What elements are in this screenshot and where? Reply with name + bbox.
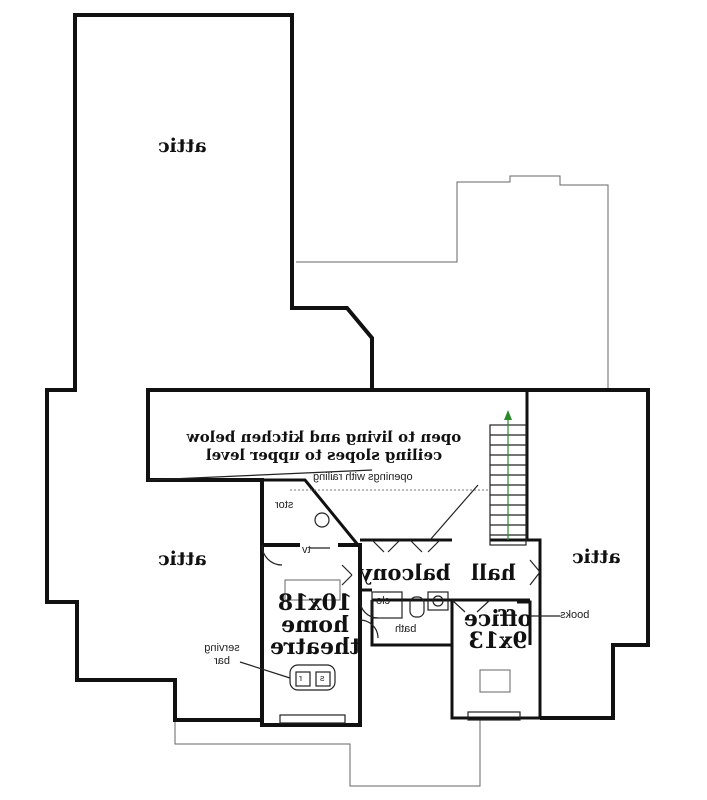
attic-label-left: attic xyxy=(158,548,207,570)
sink-basin xyxy=(432,595,444,607)
hall-label: hall xyxy=(471,560,516,585)
closet-label: clo xyxy=(376,595,391,607)
home-theatre-line1: home xyxy=(281,612,349,638)
sink-vanity xyxy=(427,591,449,611)
refrigerator xyxy=(315,671,331,687)
lower-level-outline-bottom xyxy=(174,680,481,787)
office-walls xyxy=(450,598,530,718)
toilet xyxy=(409,596,425,618)
exterior-wall-right-wing xyxy=(148,388,650,720)
home-theatre-line2: theatre xyxy=(269,634,360,660)
openings-pointer xyxy=(429,484,479,541)
sink-label: s xyxy=(320,673,325,683)
office-label: office 9x13 xyxy=(460,606,536,654)
sink-bar xyxy=(295,671,311,687)
open-to-below-note: open to living and kitchen below ceiling… xyxy=(156,428,492,464)
office-desk xyxy=(479,669,511,693)
home-theatre-size: 10x18 xyxy=(277,590,353,616)
books-label: books xyxy=(560,609,590,621)
serving-bar-pointer xyxy=(239,661,291,679)
openings-note: openings with railing xyxy=(313,471,413,483)
attic-label-right: attic xyxy=(572,546,621,568)
bath-label: bath xyxy=(395,623,417,635)
tv-label: tv xyxy=(302,544,311,556)
balcony-label: balcony xyxy=(360,560,451,585)
storage-label: stor xyxy=(275,499,294,511)
attic-label-top: attic xyxy=(158,135,207,157)
right-attic-wall xyxy=(525,390,542,718)
lower-level-outline-right xyxy=(296,175,609,388)
door-swing xyxy=(359,619,379,639)
storage-circle xyxy=(314,512,330,528)
serving-bar-label: serving bar xyxy=(200,642,244,668)
bookshelf xyxy=(517,600,532,645)
door-swing xyxy=(371,539,401,553)
door-swing xyxy=(409,539,441,553)
open-to-below-line2: ceiling slopes to upper level xyxy=(205,446,443,464)
home-theatre-label: 10x18 home theatre xyxy=(269,590,360,660)
office-window xyxy=(467,711,521,721)
office-size: 9x13 xyxy=(468,628,528,654)
door-swing xyxy=(341,564,353,586)
door-swing xyxy=(529,559,541,586)
refrigerator-label: r xyxy=(299,673,302,683)
serving-bar-line1: serving xyxy=(204,642,240,654)
stair-arrow-head xyxy=(504,410,512,420)
office-line1: office xyxy=(463,606,533,632)
open-to-below-edge xyxy=(147,469,373,481)
open-to-below-line1: open to living and kitchen below xyxy=(186,428,462,446)
closet xyxy=(371,591,403,619)
theatre-window xyxy=(279,714,346,724)
theatre-seating xyxy=(284,579,341,601)
door-swing xyxy=(451,599,491,613)
storage-walls xyxy=(262,478,360,546)
serving-bar-line2: bar xyxy=(214,655,230,668)
door-swing xyxy=(261,544,283,566)
